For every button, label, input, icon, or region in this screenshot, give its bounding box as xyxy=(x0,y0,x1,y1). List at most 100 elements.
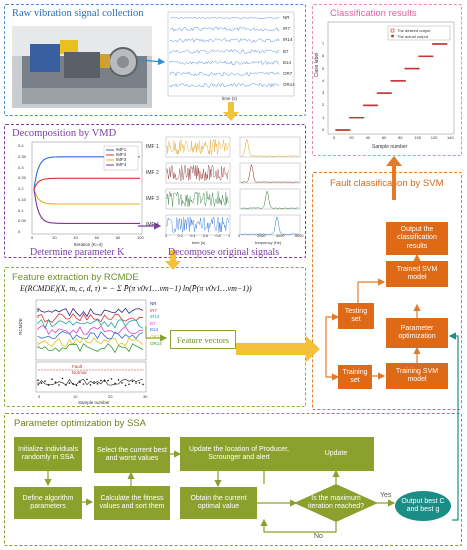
class-ytick: 6 xyxy=(322,53,325,59)
vmd-ytick: 0.15 xyxy=(18,196,26,202)
ssa-update-box: Update xyxy=(298,437,374,471)
fault-point xyxy=(100,379,102,382)
rcmde-xtick: 0 xyxy=(38,394,41,399)
fault-point xyxy=(124,384,127,387)
fault-point xyxy=(47,384,50,386)
fault-point xyxy=(68,382,71,384)
imf-freq-frame xyxy=(239,162,301,184)
fault-point xyxy=(114,382,116,385)
imf-time-trace xyxy=(166,216,229,234)
vmd-xtick: 0 xyxy=(31,235,34,240)
ssa-update-loc-box: Update the location of Producer, Scroung… xyxy=(180,437,298,471)
raw-panel xyxy=(4,4,306,116)
vmd-ytick: 0.35 xyxy=(18,153,26,159)
fault-point xyxy=(96,383,99,385)
imf-freq-tick: 4000 xyxy=(276,234,285,238)
vmd-ytick: 0.3 xyxy=(18,164,24,170)
vmd-legend-imf2: IMF2 xyxy=(116,152,127,157)
fault-point xyxy=(61,377,64,380)
vmd-legend-imf3: IMF3 xyxy=(116,157,127,162)
imf-time-tick: 1 xyxy=(228,234,231,238)
fault-point xyxy=(135,382,137,384)
rcmde-panel-title: Feature extraction by RCMDE xyxy=(12,272,139,283)
rcmde-formula: E(RCMDE)(X, m, c, d, τ) = − Σ P̄(π v0v1…… xyxy=(20,284,252,293)
fault-point xyxy=(131,380,134,383)
fault-point xyxy=(103,380,106,382)
actual-point xyxy=(404,80,406,82)
raw-trace-or14 xyxy=(169,82,280,88)
imf-label-1: IMF 1 xyxy=(146,144,159,150)
imf-time-tick: 0.6 xyxy=(202,234,209,238)
trained-svm-box: Trained SVM model xyxy=(386,261,448,287)
ssa-define-box: Define algorithm parameters xyxy=(14,487,82,519)
fault-point xyxy=(82,383,85,385)
vmd-imf4-line xyxy=(33,188,140,224)
raw-xlabel: time (s) xyxy=(222,96,237,101)
raw-trace-or7 xyxy=(169,71,280,77)
imf-freq-frame xyxy=(239,136,301,158)
class-ytick: 1 xyxy=(322,114,325,120)
class-ytick: 7 xyxy=(322,41,325,46)
vmd-left-caption: Determine parameter K xyxy=(30,247,125,258)
decision-diamond xyxy=(294,484,378,522)
fault-point xyxy=(51,378,53,381)
class-ylabel: Class label xyxy=(314,52,321,78)
ssa-init-box: Initialize individuals randomly in SSA xyxy=(14,437,82,471)
class-ytick: 3 xyxy=(322,90,325,96)
fault-point xyxy=(72,383,74,385)
raw-label-b14: B14 xyxy=(283,59,292,65)
ssa-yes-label: Yes xyxy=(380,492,392,499)
imf-freq-tick: 6000 xyxy=(295,234,304,238)
ssa-no-label: No xyxy=(314,533,323,540)
imf-plots xyxy=(165,136,301,236)
imf-freq-label: frequency (Hz) xyxy=(255,240,282,245)
rcmde-xlabel: Sample number xyxy=(78,400,110,405)
class-xtick: 0 xyxy=(333,135,336,140)
rcmde-ylabel: RCMDE xyxy=(17,318,23,335)
imf-time-trace xyxy=(166,190,229,207)
rcmde-legend-b7: B7 xyxy=(150,320,156,326)
class-xtick: 140 xyxy=(447,135,454,140)
training-svm-box: Training SVM model xyxy=(386,363,448,389)
classification-plot xyxy=(335,43,448,131)
vmd-right-caption: Decompose original signals xyxy=(168,247,280,258)
imf-freq-frame xyxy=(239,188,301,210)
normal-label: Normal xyxy=(72,370,87,375)
fault-point xyxy=(65,384,67,386)
rcmde-series-line xyxy=(37,337,144,347)
imf-time-tick: 0.2 xyxy=(177,234,183,238)
vmd-ytick: 0.4 xyxy=(18,143,24,148)
rcmde-legend-nr: NR xyxy=(150,301,157,306)
imf-label-2: IMF 2 xyxy=(146,170,159,176)
vmd-panel xyxy=(4,124,306,258)
actual-point xyxy=(446,43,448,45)
fault-point xyxy=(121,382,123,384)
imf-freq-tick: 0 xyxy=(238,234,241,238)
feature-vectors-label: Feature vectors xyxy=(176,334,230,345)
raw-label-ir7: IR7 xyxy=(283,26,291,32)
raw-label-or7: OR7 xyxy=(283,71,293,76)
fault-point xyxy=(128,383,130,386)
imf-time-tick: 0 xyxy=(165,234,168,238)
rcmde-series-line xyxy=(37,325,144,335)
imf-label-3: IMF 3 xyxy=(146,196,159,202)
rcmde-series-line xyxy=(37,307,144,318)
param-opt-box: Parameter optimization xyxy=(386,318,448,348)
vmd-xtick: 60 xyxy=(94,235,100,240)
fault-point xyxy=(138,382,141,384)
imf-time-tick: 0.8 xyxy=(215,234,221,238)
raw-signal-traces xyxy=(169,17,280,88)
imf-freq-trace xyxy=(240,190,299,209)
raw-trace-b7 xyxy=(169,49,280,54)
vmd-xlabel: Iteration (K=4) xyxy=(74,242,103,247)
training-set-box: Training set xyxy=(338,365,372,389)
fault-point xyxy=(107,379,109,382)
actual-point xyxy=(362,117,365,119)
imf-time-frame xyxy=(165,214,231,236)
class-xtick: 100 xyxy=(414,135,422,140)
fault-point xyxy=(86,378,88,381)
raw-label-or14: OR14 xyxy=(283,82,295,88)
rcmde-legend-or14: OR14 xyxy=(150,340,162,346)
fault-point xyxy=(93,381,95,383)
raw-label-nr: NR xyxy=(283,15,290,20)
